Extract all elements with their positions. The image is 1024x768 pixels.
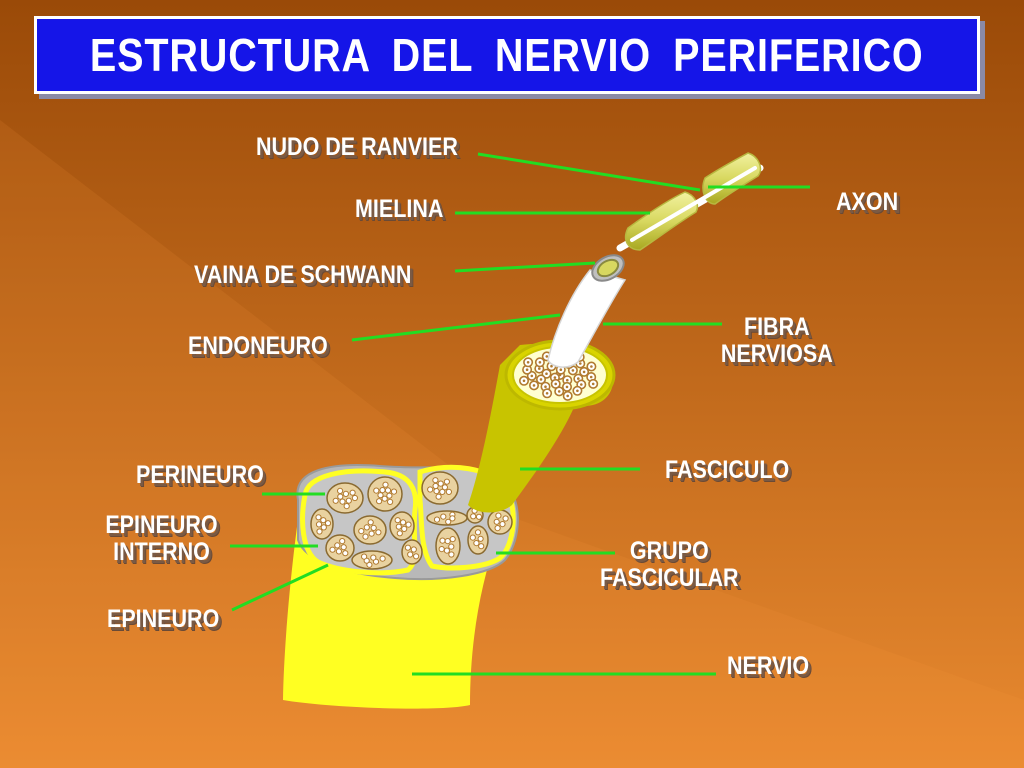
label-fibra-nerviosa-line1: FIBRA: [743, 313, 810, 341]
label-vaina-de-schwann: VAINA DE SCHWANN: [194, 261, 412, 289]
myelinated-axon: [616, 152, 764, 252]
label-epineuro: EPINEURO: [107, 605, 220, 633]
label-fibra-nerviosa: FIBRA NERVIOSA: [708, 314, 846, 368]
label-grupo-fascicular: GRUPO FASCICULAR: [585, 538, 754, 592]
nerve-fiber: [523, 357, 534, 368]
nerve-fiber: [572, 385, 583, 396]
fascicle: [310, 508, 334, 540]
nerve-fiber: [534, 357, 545, 368]
nerve-fiber: [562, 390, 573, 401]
fascicle: [421, 471, 459, 505]
fascicle: [351, 550, 393, 570]
axon-visible-line: [630, 166, 757, 242]
nerve-fiber-sheath: [547, 269, 627, 368]
label-nudo-de-ranvier: NUDO DE RANVIER: [256, 133, 458, 161]
background-shade: [0, 120, 1024, 768]
nerve-fiber: [535, 374, 546, 385]
nerve-fiber: [586, 361, 597, 372]
label-perineuro: PERINEURO: [136, 461, 264, 489]
label-mielina: MIELINA: [355, 195, 444, 223]
fascicle: [426, 510, 468, 526]
nerve-fiber: [554, 386, 565, 397]
fascicle: [353, 515, 387, 545]
fascicle: [435, 527, 461, 565]
label-grupo-fascicular-line1: GRUPO: [629, 537, 709, 565]
title-box: ESTRUCTURA DEL NERVIO PERIFERICO: [34, 16, 980, 94]
page-title: ESTRUCTURA DEL NERVIO PERIFERICO: [90, 29, 924, 81]
nerve-fiber: [528, 380, 539, 391]
label-fibra-nerviosa-line2: NERVIOSA: [720, 340, 833, 368]
label-endoneuro: ENDONEURO: [188, 332, 328, 360]
fascicle: [467, 525, 489, 555]
nerve-fiber: [518, 375, 529, 386]
label-epineuro-interno-line1: EPINEURO: [105, 511, 218, 539]
nerve-fiber: [588, 378, 599, 389]
leader-epineuro: [231, 563, 329, 612]
schwann-ring: [596, 258, 620, 278]
label-epineuro-interno: EPINEURO INTERNO: [97, 512, 226, 566]
leader-vaina-de-schwann: [454, 261, 596, 273]
nerve-fiber: [542, 388, 553, 399]
fascicle: [325, 534, 355, 562]
leader-nudo-de-ranvier: [477, 152, 701, 192]
nerve-fiber: [550, 378, 561, 389]
label-axon: AXON: [836, 188, 899, 216]
fascicle: [389, 511, 415, 541]
label-epineuro-interno-line2: INTERNO: [113, 538, 210, 566]
fascicles: [310, 471, 513, 570]
label-nervio: NERVIO: [727, 652, 810, 680]
nerve-fiber: [579, 366, 590, 377]
fascicle: [401, 539, 423, 565]
fascicle: [367, 476, 403, 512]
nerve-fiber: [561, 381, 572, 392]
label-fasciculo: FASCICULO: [665, 456, 790, 484]
label-grupo-fascicular-line2: FASCICULAR: [599, 564, 739, 592]
fascicle: [326, 482, 364, 514]
fascicle: [487, 509, 513, 535]
leader-endoneuro: [351, 313, 561, 342]
